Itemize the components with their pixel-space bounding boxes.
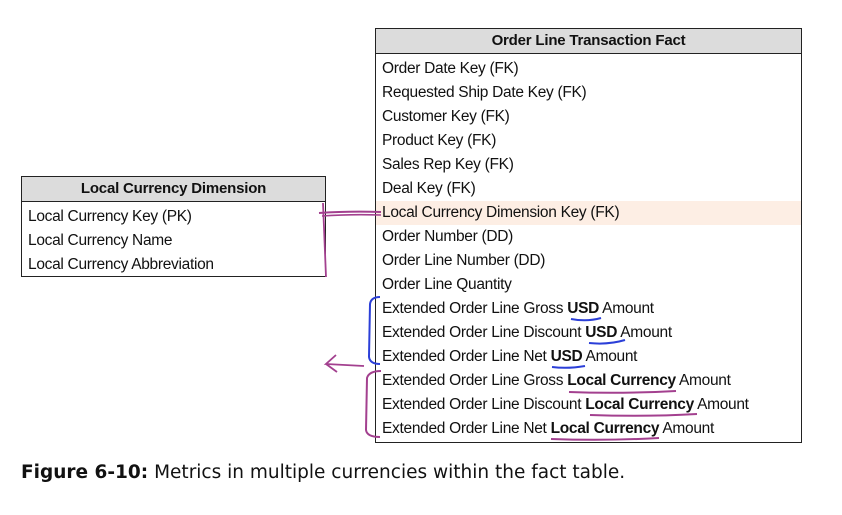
dimension-row-name: Local Currency Name	[28, 232, 173, 249]
caption-label: Figure 6-10:	[21, 462, 149, 483]
local-currency-underline-3	[550, 437, 660, 441]
fact-row-suffix: Amount	[693, 396, 749, 413]
fact-row-suffix: Amount	[675, 372, 731, 389]
fact-row: Customer Key (FK)	[376, 105, 801, 129]
fact-row-prefix: Extended Order Line Gross	[382, 300, 568, 317]
relationship-connector-stroke-2	[321, 213, 382, 217]
usd-underline-2	[588, 339, 626, 345]
figure-caption: Figure 6-10: Metrics in multiple currenc…	[21, 462, 625, 483]
fact-row-prefix: Extended Order Line Net	[382, 348, 551, 365]
fact-table-rows: Order Date Key (FK) Requested Ship Date K…	[376, 54, 801, 441]
fact-row: Sales Rep Key (FK)	[376, 153, 801, 177]
fact-row: Deal Key (FK)	[376, 177, 801, 201]
relationship-connector	[318, 210, 382, 214]
fact-row-text: Product Key (FK)	[382, 132, 497, 149]
fact-row-text: Sales Rep Key (FK)	[382, 156, 514, 173]
relationship-tick	[322, 202, 327, 278]
local-currency-underline-1	[568, 390, 677, 394]
fact-row-prefix: Extended Order Line Discount	[382, 396, 586, 413]
fact-row-prefix: Extended Order Line Discount	[382, 324, 586, 341]
fact-row: Extended Order Line Discount Local Curre…	[376, 393, 801, 417]
fact-row: Product Key (FK)	[376, 129, 801, 153]
order-line-transaction-fact-table: Order Line Transaction Fact Order Date K…	[375, 28, 802, 443]
fact-row: Extended Order Line Discount USD Amount	[376, 321, 801, 345]
caption-text: Metrics in multiple currencies within th…	[154, 462, 626, 483]
local-currency-underline-2	[589, 413, 698, 417]
fact-row: Extended Order Line Gross Local Currency…	[376, 369, 801, 393]
fact-row-suffix: Amount	[582, 348, 638, 365]
fact-row-text: Order Number (DD)	[382, 228, 513, 245]
usd-underline-1	[570, 317, 602, 322]
fact-row: Extended Order Line Gross USD Amount	[376, 297, 801, 321]
fact-row-prefix: Extended Order Line Net	[382, 420, 551, 437]
fact-row: Order Number (DD)	[376, 225, 801, 249]
arrow-icon	[323, 354, 365, 373]
fact-row-text: Order Line Quantity	[382, 276, 512, 293]
fact-row-text: Requested Ship Date Key (FK)	[382, 84, 587, 101]
fact-row-text: Local Currency Dimension Key (FK)	[382, 204, 620, 221]
currency-label: USD	[550, 348, 583, 365]
fact-row: Requested Ship Date Key (FK)	[376, 81, 801, 105]
fact-row: Local Currency Dimension Key (FK)	[376, 201, 801, 225]
fact-row: Order Line Quantity	[376, 273, 801, 297]
usd-underline-3	[551, 365, 586, 369]
currency-label: Local Currency	[567, 372, 676, 389]
currency-label: USD	[585, 324, 618, 341]
currency-label: Local Currency	[585, 396, 694, 413]
dimension-row-abbreviation: Local Currency Abbreviation	[28, 256, 214, 273]
fact-row-text: Order Date Key (FK)	[382, 60, 519, 77]
fact-row-suffix: Amount	[659, 420, 715, 437]
local-currency-dimension-table: Local Currency Dimension Local Currency …	[21, 176, 326, 277]
dimension-row-key: Local Currency Key (PK)	[28, 208, 192, 225]
local-currency-bracket	[364, 370, 382, 438]
fact-row-suffix: Amount	[617, 324, 672, 341]
fact-row-text: Customer Key (FK)	[382, 108, 510, 125]
fact-row-prefix: Extended Order Line Gross	[382, 372, 568, 389]
fact-row: Extended Order Line Net USD Amount	[376, 345, 801, 369]
fact-row-suffix: Amount	[599, 300, 654, 317]
usd-bracket	[367, 296, 381, 365]
dimension-table-title: Local Currency Dimension	[22, 177, 325, 202]
fact-row: Order Date Key (FK)	[376, 57, 801, 81]
fact-table-title: Order Line Transaction Fact	[376, 29, 801, 54]
fact-row-text: Deal Key (FK)	[382, 180, 476, 197]
currency-label: USD	[567, 300, 600, 317]
currency-label: Local Currency	[550, 420, 660, 437]
fact-row: Extended Order Line Net Local Currency A…	[376, 417, 801, 441]
fact-row: Order Line Number (DD)	[376, 249, 801, 273]
fact-row-text: Order Line Number (DD)	[382, 252, 546, 269]
